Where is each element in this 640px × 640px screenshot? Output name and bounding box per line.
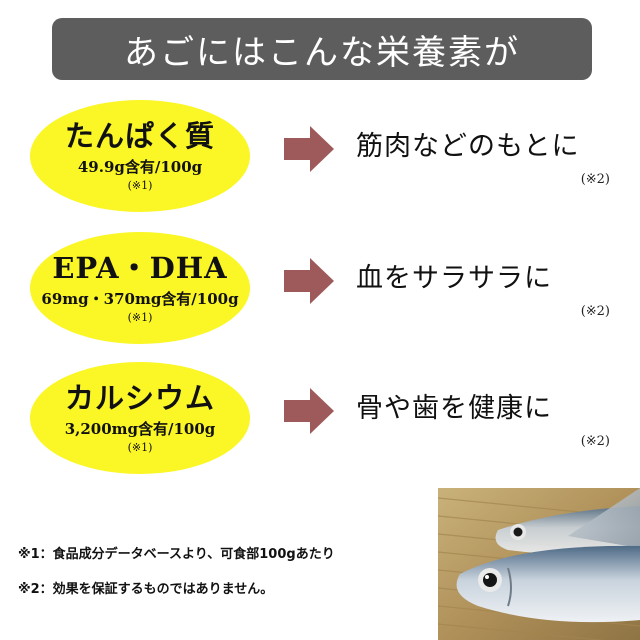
effect-note: (※2) [580, 304, 610, 319]
effect-text: 血をサラサラに [356, 263, 552, 294]
nutrient-row-protein: たんぱく質 49.9g含有/100g (※1) 筋肉などのもとに (※2) [0, 100, 640, 220]
nutrient-note: (※1) [127, 179, 153, 192]
nutrient-name: EPA・DHA [52, 251, 228, 285]
nutrient-name: カルシウム [64, 381, 215, 415]
footnote-1: ※1：食品成分データベースより、可食部100gあたり [18, 547, 335, 562]
nutrient-note: (※1) [127, 311, 153, 324]
page-title: あごにはこんな栄養素が [124, 32, 520, 73]
nutrient-badge: カルシウム 3,200mg含有/100g (※1) [30, 362, 250, 474]
nutrient-badge: EPA・DHA 69mg・370mg含有/100g (※1) [30, 232, 250, 344]
right-arrow-icon [284, 126, 334, 172]
flying-fish-photo [438, 488, 640, 640]
footnote-2: ※2：効果を保証するものではありません。 [18, 582, 274, 597]
effect-text: 筋肉などのもとに [356, 131, 580, 162]
right-arrow-icon [284, 388, 334, 434]
nutrient-name: たんぱく質 [64, 119, 215, 153]
nutrient-row-calcium: カルシウム 3,200mg含有/100g (※1) 骨や歯を健康に (※2) [0, 362, 640, 482]
effect-note: (※2) [580, 434, 610, 449]
nutrient-amount: 69mg・370mg含有/100g [41, 290, 239, 308]
title-banner: あごにはこんな栄養素が [52, 18, 592, 80]
nutrient-badge: たんぱく質 49.9g含有/100g (※1) [30, 100, 250, 212]
effect-note: (※2) [580, 172, 610, 187]
nutrient-note: (※1) [127, 441, 153, 454]
effect-text: 骨や歯を健康に [356, 393, 552, 424]
nutrient-row-epa-dha: EPA・DHA 69mg・370mg含有/100g (※1) 血をサラサラに (… [0, 232, 640, 352]
right-arrow-icon [284, 258, 334, 304]
nutrient-amount: 49.9g含有/100g [77, 158, 203, 176]
nutrient-amount: 3,200mg含有/100g [64, 420, 216, 438]
